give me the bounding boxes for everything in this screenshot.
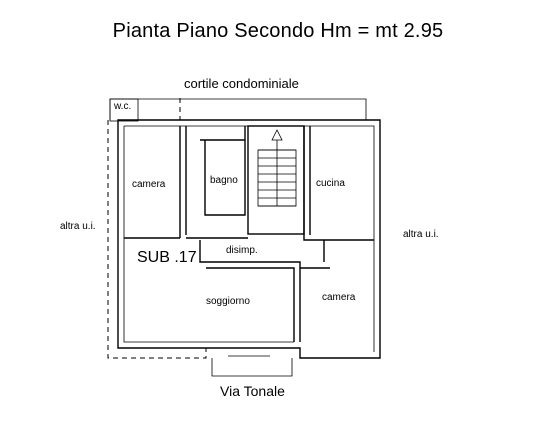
label-disimp: disimp. — [226, 245, 258, 256]
sub-boundary-dashed — [107, 98, 207, 359]
label-altra-right: altra u.i. — [403, 229, 439, 240]
plan-title: Pianta Piano Secondo Hm = mt 2.95 — [112, 20, 444, 42]
label-cucina: cucina — [316, 178, 345, 189]
label-sub: SUB .17 — [137, 249, 197, 266]
label-camera-right: camera — [322, 292, 356, 303]
label-via: Via Tonale — [220, 383, 285, 399]
label-camera-left: camera — [132, 179, 166, 190]
camera-right-walls — [300, 240, 330, 269]
corridor-walls — [186, 237, 301, 342]
label-bagno: bagno — [210, 175, 238, 186]
stair-arrow — [271, 129, 283, 150]
label-wc: w.c. — [113, 101, 131, 112]
label-cortile: cortile condominiale — [184, 76, 299, 91]
stair-steps — [257, 149, 297, 207]
wc-room — [109, 98, 139, 122]
cucina-walls — [303, 126, 374, 241]
label-soggiorno: soggiorno — [206, 296, 250, 307]
label-altra-left: altra u.i. — [60, 221, 96, 232]
street-entrance — [211, 358, 293, 377]
courtyard-outline — [109, 98, 367, 120]
camera-left-walls — [124, 126, 187, 239]
soggiorno-window — [228, 347, 270, 357]
bagno-walls — [200, 126, 246, 216]
outer-wall-inner — [123, 125, 375, 352]
outer-wall — [117, 119, 381, 359]
